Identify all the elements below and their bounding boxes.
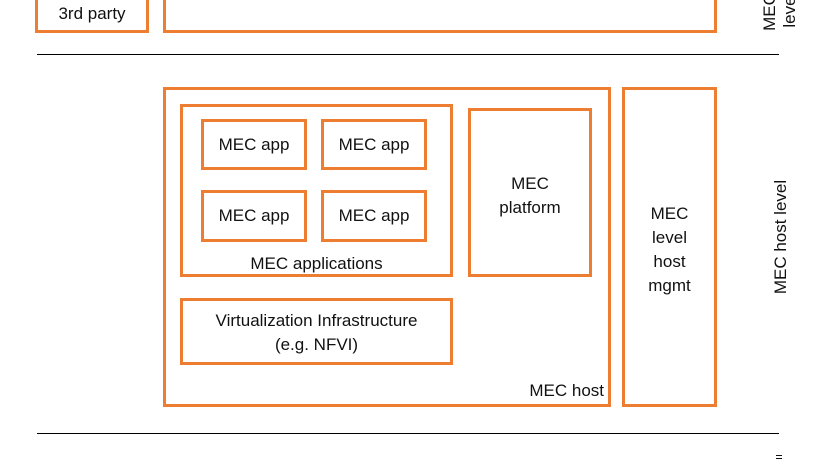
bottom-partial-label-fragment xyxy=(776,453,784,460)
third-party-label: 3rd party xyxy=(58,3,126,23)
divider-top xyxy=(37,54,779,55)
mec-app-box-1: MEC app xyxy=(201,119,307,170)
third-party-box: 3rd party xyxy=(35,0,149,33)
mec-platform-box: MEC platform xyxy=(468,108,592,277)
system-level-partial-box xyxy=(163,0,717,33)
mec-app-box-2: MEC app xyxy=(321,119,427,170)
mec-app-label-4: MEC app xyxy=(338,206,410,225)
mec-platform-text: MEC platform xyxy=(471,172,589,220)
system-level-label: MEC leve xyxy=(752,0,802,34)
mec-app-label-1: MEC app xyxy=(218,134,290,154)
mgmt-line2: level xyxy=(652,228,687,247)
virtualization-infrastructure-text: Virtualization Infrastructure (e.g. NFVI… xyxy=(183,309,450,357)
mec-platform-line2: platform xyxy=(499,198,561,217)
virtualization-line2: (e.g. NFVI) xyxy=(274,335,359,354)
virtualization-infrastructure-box: Virtualization Infrastructure (e.g. NFVI… xyxy=(180,298,453,365)
system-level-label-line2: leve xyxy=(780,0,799,28)
mec-host-label: MEC host xyxy=(529,381,604,400)
mec-host-level-label: MEC host level xyxy=(771,179,790,295)
system-level-label-line1: MEC xyxy=(760,0,779,31)
mec-level-host-mgmt-box: MEC level host mgmt xyxy=(622,87,717,407)
mec-applications-label: MEC applications xyxy=(250,254,383,273)
mec-platform-line1: MEC xyxy=(511,174,549,193)
divider-bottom xyxy=(37,433,779,434)
mec-app-box-3: MEC app xyxy=(201,190,307,242)
mgmt-line4: mgmt xyxy=(648,276,691,295)
mgmt-line1: MEC xyxy=(650,204,689,223)
virtualization-line1: Virtualization Infrastructure xyxy=(215,311,418,330)
mec-app-label-3: MEC app xyxy=(218,206,290,225)
mec-level-host-mgmt-text: MEC level host mgmt xyxy=(625,202,714,298)
mec-app-box-4: MEC app xyxy=(321,190,427,242)
mgmt-line3: host xyxy=(653,252,686,271)
mec-app-label-2: MEC app xyxy=(338,134,410,154)
